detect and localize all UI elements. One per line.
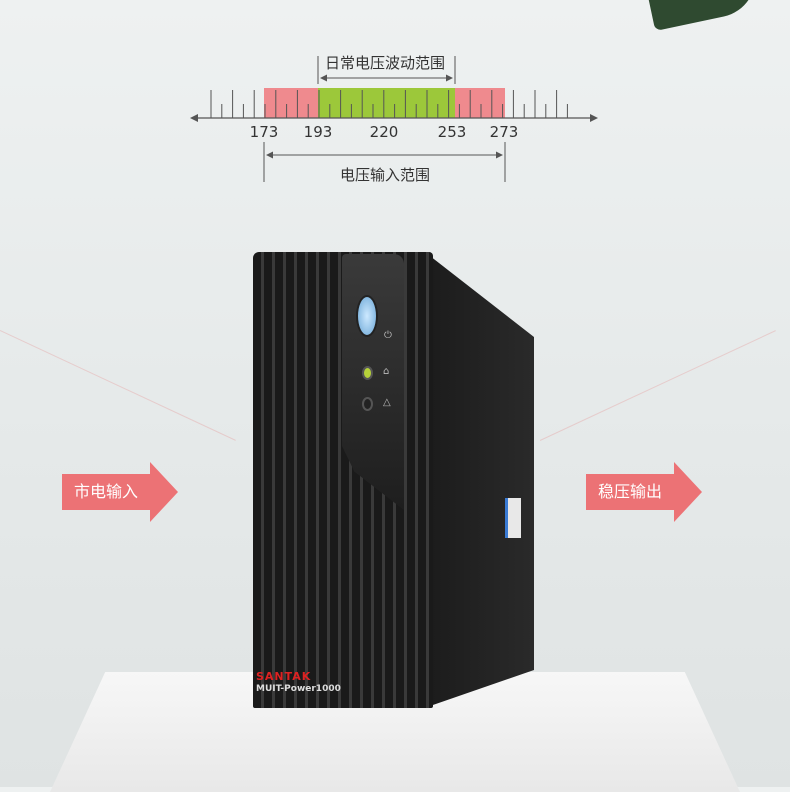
regulated-output-label: 稳压输出 <box>586 474 675 510</box>
decor-line <box>539 330 776 441</box>
axis-arrow-left <box>190 114 198 122</box>
tick-label: 220 <box>369 123 399 141</box>
tick-label: 273 <box>489 123 519 141</box>
regulated-output-arrow: 稳压输出 <box>586 462 703 522</box>
fault-led <box>362 397 373 411</box>
power-button[interactable] <box>356 295 378 337</box>
tick-label: 253 <box>437 123 467 141</box>
tick-label: 173 <box>249 123 279 141</box>
mains-input-label: 市电输入 <box>62 474 151 510</box>
mains-input-arrow: 市电输入 <box>62 462 179 522</box>
decor-line <box>0 330 236 441</box>
tick-label: 193 <box>303 123 333 141</box>
normal-band <box>318 88 455 118</box>
brand-logo: SANTAK <box>256 670 312 683</box>
status-led-green <box>362 366 373 380</box>
high-tolerance-band <box>455 88 505 118</box>
daily-range-label: 日常电压波动范围 <box>324 54 446 72</box>
voltage-scale <box>190 56 598 182</box>
axis-arrow-right <box>590 114 598 122</box>
power-icon: ⏻ <box>384 330 392 341</box>
label-sticker <box>505 498 521 538</box>
battery-icon: ⌂ <box>383 366 390 377</box>
ups-control-panel <box>342 254 404 510</box>
low-tolerance-band <box>264 88 318 118</box>
ups-side-panel <box>430 256 534 706</box>
warning-icon: △ <box>383 397 391 408</box>
input-range-label: 电压输入范围 <box>339 166 431 184</box>
model-label: MUIT-Power1000 <box>256 684 341 694</box>
arrow-head-icon <box>674 462 703 522</box>
arrow-head-icon <box>150 462 179 522</box>
